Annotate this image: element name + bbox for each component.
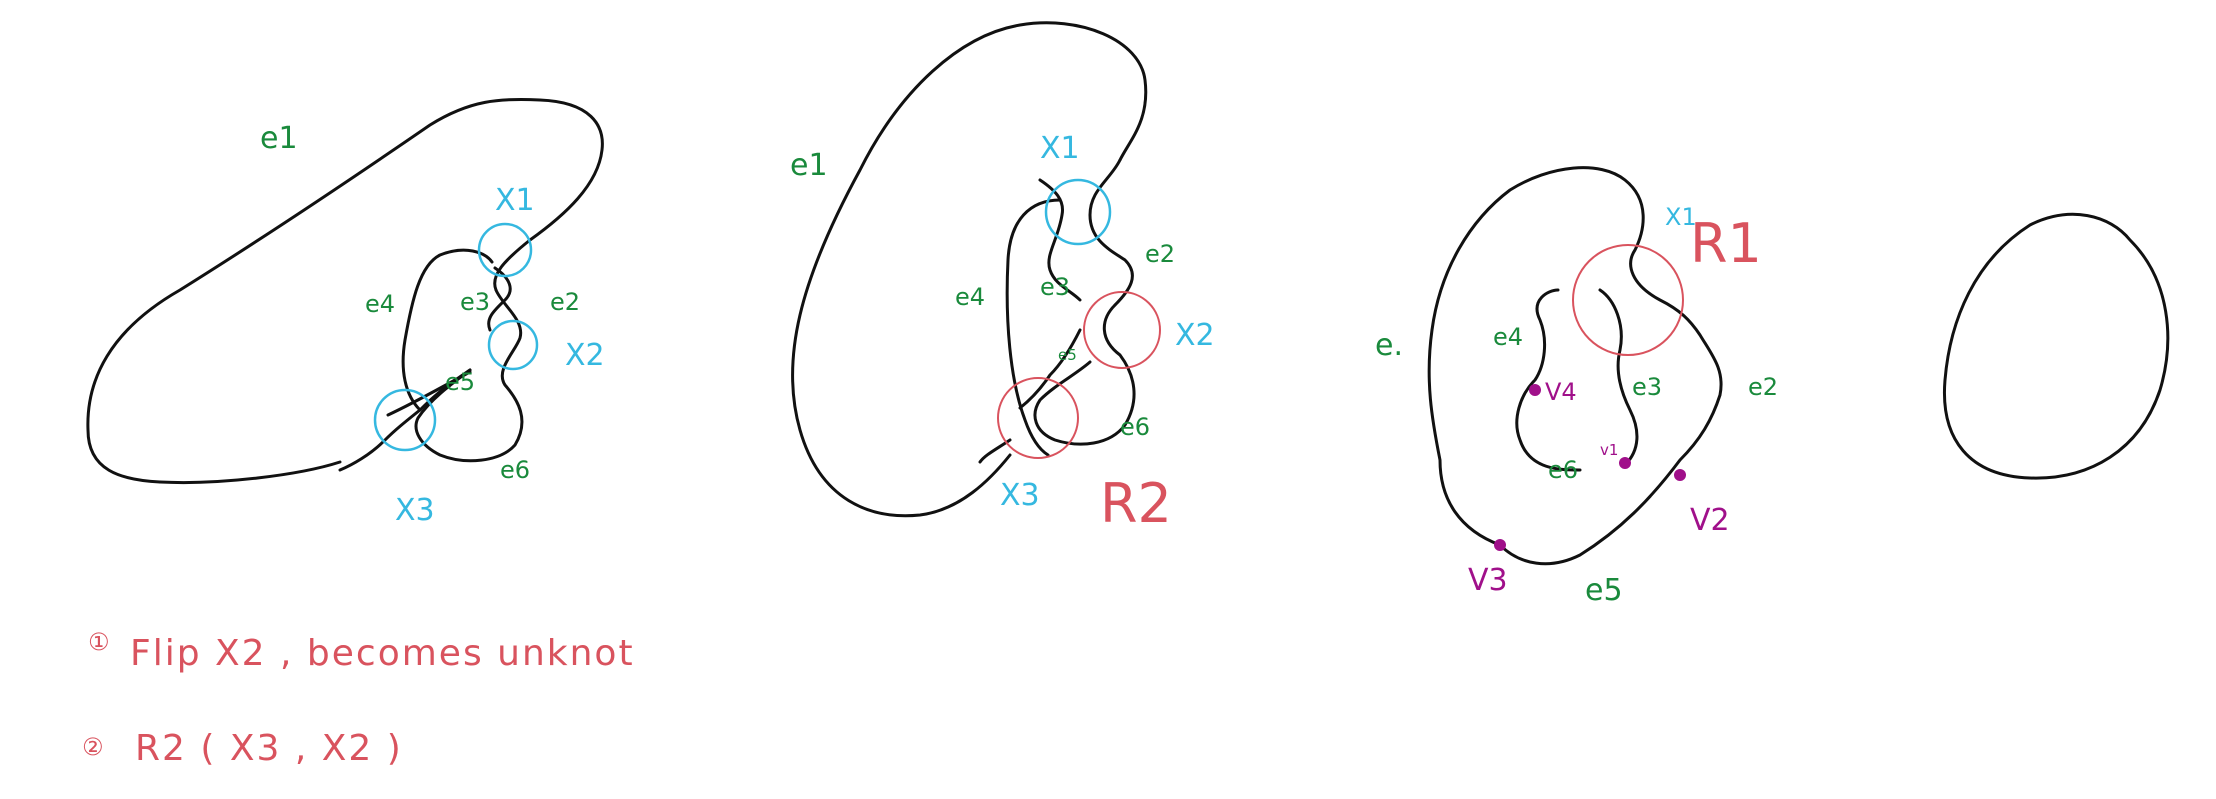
panel3-label-x1: X1 [1665,203,1697,231]
panel2-r2-circle-lower [997,377,1079,459]
panel2-crossing-circle-x1 [1044,178,1112,246]
panel2-label-x3: X3 [1000,478,1040,513]
panel1-crossing-circle-x1 [477,222,533,278]
panel3-label-v3: V3 [1468,563,1508,598]
panel3-label-v2: V2 [1690,503,1730,538]
panel2-label-e2: e2 [1145,240,1175,268]
panel1-label-e1: e1 [260,121,298,156]
panel1-label-e6: e6 [500,456,530,484]
panel3-label-e4: e4 [1493,323,1523,351]
note1-marker: ① [88,628,110,656]
panel1-outer-strand [86,97,604,484]
panel3-label-e2: e2 [1748,373,1778,401]
panel3-label-v4: V4 [1545,378,1577,406]
panel2-move-label: R2 [1100,472,1172,535]
panel2-outer-strand [791,21,1148,518]
panel3-vertex-v4 [1529,384,1541,396]
panel1-label-e5: e5 [445,368,475,396]
panel2-label-e1: e1 [790,148,828,183]
panel3-label-e1: e. [1375,328,1403,363]
panel3-inner-strand [1515,288,1582,472]
panel1-label-e4: e4 [365,290,395,318]
panel1-bottom-close [158,460,342,485]
panel2-label-x2: X2 [1175,318,1215,353]
panel2-label-e3: e3 [1040,273,1070,301]
panel3-vertex-v2 [1674,469,1686,481]
panel2-label-e6: e6 [1120,413,1150,441]
panel4-unknot-loop [1942,212,2170,480]
panel-2-knot: e1 e4 e3 e5 e2 e6 X1 X2 X3 R2 [790,21,1215,535]
panel1-label-x2: X2 [565,338,605,373]
panel1-inner-strand [414,288,524,463]
panel1-label-e3: e3 [460,288,490,316]
note2-text: R2 ( X3 , X2 ) [135,728,403,769]
panel1-loop-strand [338,368,472,472]
panel3-vertex-v3 [1494,539,1506,551]
panel2-inner-a [1088,158,1134,307]
panel3-vertex-v1 [1619,457,1631,469]
panel1-label-x3: X3 [395,493,435,528]
panel2-label-e4: e4 [955,283,985,311]
panel2-label-x1: X1 [1040,131,1080,166]
panel3-label-v1: v1 [1600,441,1618,459]
note1-text: Flip X2 , becomes unknot [130,633,635,674]
panel1-label-x1: X1 [495,183,535,218]
panel2-label-e5: e5 [1058,346,1077,364]
panel3-outer-strand [1427,166,1723,566]
panel2-under-a [1038,178,1082,302]
panel-1-knot: e1 e3 e4 e5 e6 e2 X1 X2 X3 [86,97,605,528]
panel2-inner-b [1033,303,1136,446]
panel1-label-e2: e2 [550,288,580,316]
panel1-left-loop [401,248,494,412]
panel3-label-e3: e3 [1632,373,1662,401]
note2-marker: ② [82,733,104,761]
panel-3-knot: e. e4 e3 e2 e6 e5 X1 R1 V4 v1 V2 V3 [1375,166,1778,608]
panel3-label-e6: e6 [1548,456,1578,484]
panel-4-unknot [1942,212,2170,480]
panel1-over-strand [386,370,472,417]
panel2-r2-circle-upper [1083,291,1161,369]
panel1-crossing-circle-x3 [373,388,437,452]
panel3-label-e5: e5 [1585,573,1623,608]
notes: ① Flip X2 , becomes unknot ② R2 ( X3 , X… [82,628,635,769]
panel1-crossing-circle-x2 [487,319,539,371]
panel3-r1-circle [1572,244,1684,356]
panel2-left-loop [1005,198,1062,457]
panel3-inner-tail [1598,288,1639,467]
panel2-under-b [1018,328,1082,410]
panel3-move-label: R1 [1690,212,1762,275]
